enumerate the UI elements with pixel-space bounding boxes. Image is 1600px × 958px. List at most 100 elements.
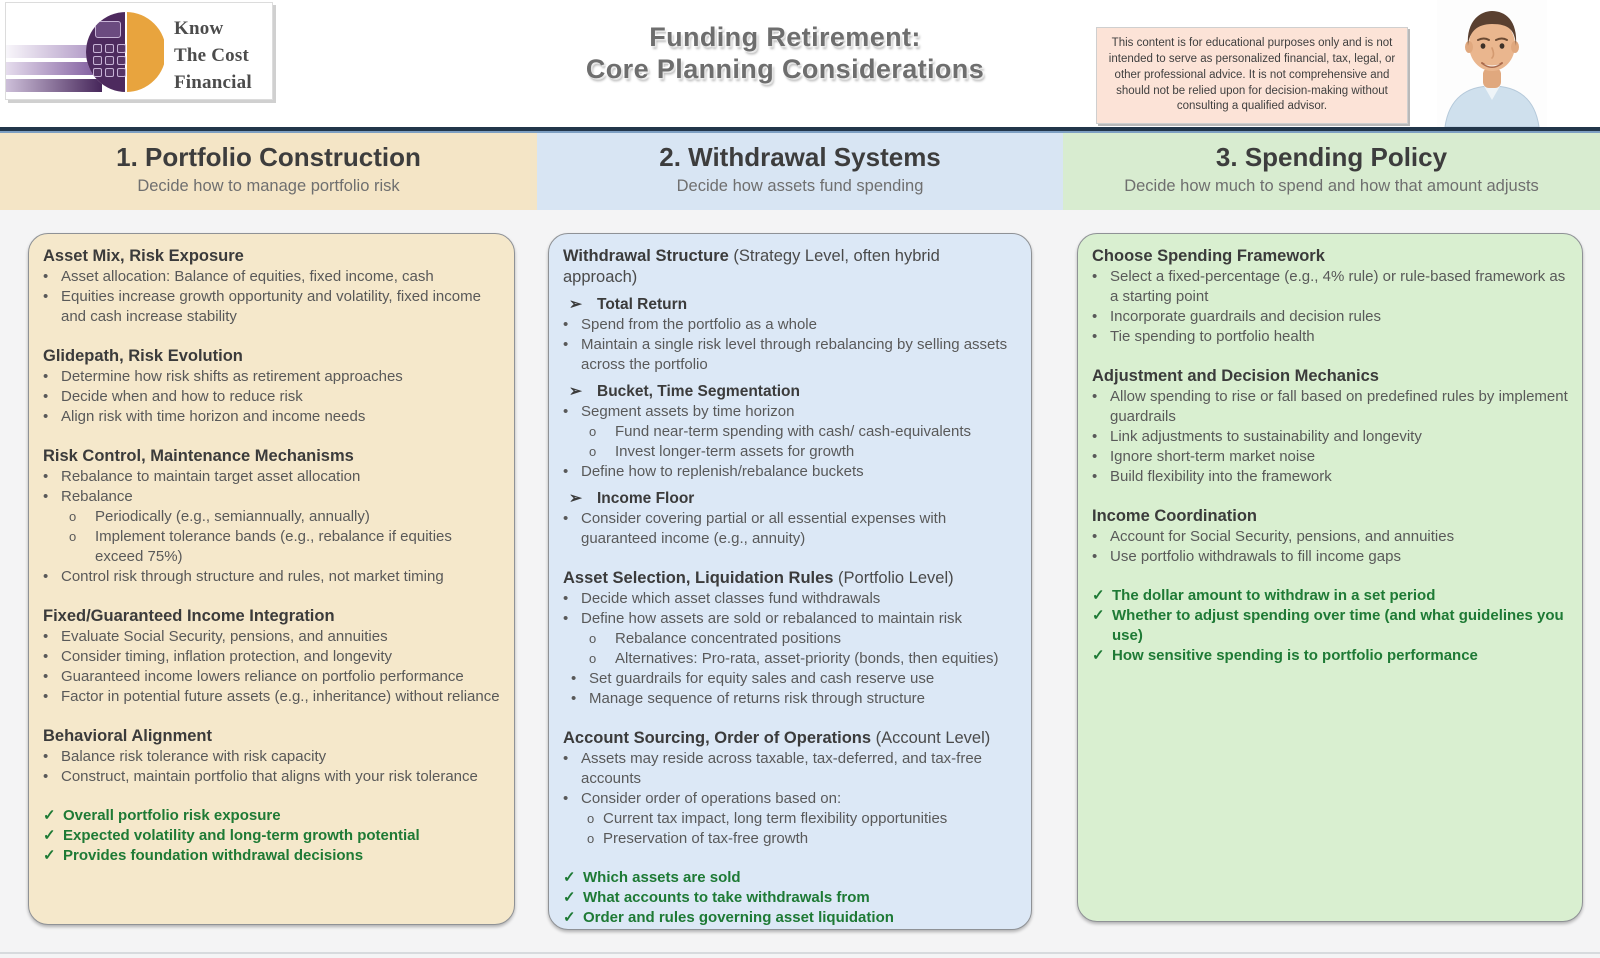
- bullet-item: • Define how to replenish/rebalance bucke…: [563, 462, 1017, 482]
- logo-stripe: [6, 62, 102, 75]
- section-heading: Withdrawal Structure (Strategy Level, of…: [563, 246, 1017, 288]
- takeaway-item: ✓The dollar amount to withdraw in a set …: [1092, 586, 1568, 606]
- item-text: Invest longer-term assets for growth: [615, 443, 855, 460]
- bullet-item: • Segment assets by time horizon: [563, 402, 1017, 422]
- bullet-item: •Consider order of operations based on:: [563, 789, 1017, 809]
- bullet-item: •Assets may reside across taxable, tax-d…: [563, 749, 1017, 789]
- sub-bullet-icon: o: [69, 529, 77, 544]
- sub-bullet-item: o Implement tolerance bands (e.g., rebala…: [43, 527, 500, 567]
- item-text: Construct, maintain portfolio that align…: [61, 768, 478, 785]
- bullet-icon: •: [43, 668, 49, 685]
- item-text: Define how to replenish/rebalance bucket…: [581, 463, 864, 480]
- section-heading-text: Asset Mix, Risk Exposure: [43, 247, 244, 265]
- bullet-icon: •: [1092, 328, 1098, 345]
- item-text: Asset allocation: Balance of equities, f…: [61, 268, 434, 285]
- bullet-icon: •: [563, 463, 569, 480]
- calculator-keys-icon: [93, 44, 126, 77]
- bullet-item: • Asset allocation: Balance of equities, …: [43, 267, 500, 287]
- bullet-icon: •: [563, 590, 569, 607]
- column-header-withdrawal-systems: 2. Withdrawal Systems Decide how assets …: [537, 133, 1063, 210]
- item-text: Whether to adjust spending over time (an…: [1112, 607, 1564, 644]
- section-spacer: [1092, 567, 1568, 586]
- logo-orange-half: [127, 12, 164, 92]
- bullet-icon: •: [1092, 388, 1098, 405]
- page-title-line1: Funding Retirement:: [649, 22, 921, 52]
- column-title: 1. Portfolio Construction: [116, 142, 421, 172]
- section-heading-text: Fixed/Guaranteed Income Integration: [43, 607, 335, 625]
- section-heading-suffix: (Account Level): [871, 729, 991, 747]
- logo-word: The Cost: [174, 44, 249, 66]
- item-text: Implement tolerance bands (e.g., rebalan…: [95, 528, 452, 565]
- section-heading-text: Asset Selection, Liquidation Rules: [563, 569, 834, 587]
- takeaway-item: ✓Provides foundation withdrawal decision…: [43, 846, 500, 866]
- bullet-icon: •: [563, 403, 569, 420]
- item-text: Maintain a single risk level through reb…: [581, 336, 1008, 373]
- calculator-screen-icon: [95, 21, 121, 38]
- company-logo: Know The Cost Financial: [5, 2, 273, 100]
- disclaimer-box: This content is for educational purposes…: [1096, 27, 1408, 125]
- item-text: Guaranteed income lowers reliance on por…: [61, 668, 464, 685]
- column-subtitle: Decide how much to spend and how that am…: [1124, 177, 1539, 195]
- bullet-icon: •: [43, 768, 49, 785]
- column-subtitle: Decide how assets fund spending: [676, 177, 924, 195]
- logo-purple-half: [86, 12, 126, 92]
- item-text: Ignore short-term market noise: [1110, 448, 1316, 465]
- item-text: Consider order of operations based on:: [581, 790, 842, 807]
- bullet-icon: •: [43, 408, 49, 425]
- takeaway-item: ✓Expected volatility and long-term growt…: [43, 826, 500, 846]
- bullet-icon: •: [563, 316, 569, 333]
- bullet-item: •Determine how risk shifts as retirement…: [43, 367, 500, 387]
- item-text: Consider covering partial or all essenti…: [581, 510, 947, 547]
- logo-divider: [125, 12, 127, 92]
- sub-bullet-icon: o: [69, 509, 77, 524]
- item-text: Allow spending to rise or fall based on …: [1110, 388, 1568, 425]
- card-portfolio-construction: Asset Mix, Risk Exposure • Asset allocatio…: [28, 233, 515, 925]
- section-heading: Adjustment and Decision Mechanics: [1092, 366, 1568, 387]
- item-text: Balance risk tolerance with risk capacit…: [61, 748, 327, 765]
- bullet-icon: •: [43, 568, 49, 585]
- bullet-icon: •: [1092, 528, 1098, 545]
- bullet-icon: •: [1092, 548, 1098, 565]
- item-text: Periodically (e.g., semiannually, annual…: [95, 508, 370, 525]
- sub-bullet-icon: o: [589, 631, 597, 646]
- bullet-icon: •: [1092, 448, 1098, 465]
- bullet-icon: •: [43, 688, 49, 705]
- bullet-item: •Evaluate Social Security, pensions, and…: [43, 627, 500, 647]
- advisor-photo: [1437, 0, 1547, 127]
- bullet-item: •Account for Social Security, pensions, …: [1092, 527, 1568, 547]
- bullet-icon: •: [43, 488, 49, 505]
- item-text: What accounts to take withdrawals from: [583, 889, 870, 906]
- bullet-icon: •: [571, 690, 577, 707]
- item-text: Provides foundation withdrawal decisions: [63, 847, 364, 864]
- bullet-icon: •: [563, 510, 569, 527]
- section-heading: Asset Selection, Liquidation Rules (Port…: [563, 568, 1017, 589]
- column-title: 2. Withdrawal Systems: [659, 142, 941, 172]
- takeaway-item: ✓How sensitive spending is to portfolio …: [1092, 646, 1568, 666]
- logo-stripe: [6, 45, 102, 58]
- check-icon: ✓: [43, 807, 56, 824]
- card-withdrawal-systems: Withdrawal Structure (Strategy Level, of…: [548, 233, 1032, 930]
- logo-word: Financial: [174, 71, 252, 93]
- bottom-edge-line: [0, 952, 1600, 954]
- section-heading: Asset Mix, Risk Exposure: [43, 246, 500, 267]
- item-text: Decide which asset classes fund withdraw…: [581, 590, 881, 607]
- bullet-icon: •: [43, 468, 49, 485]
- bullet-icon: •: [43, 268, 49, 285]
- column-subtitle: Decide how to manage portfolio risk: [137, 177, 400, 195]
- item-text: Rebalance: [61, 488, 133, 505]
- item-text: Income Floor: [597, 490, 695, 507]
- card-spending-policy: Choose Spending Framework•Select a fixed…: [1077, 233, 1583, 922]
- bullet-icon: •: [43, 388, 49, 405]
- item-text: Segment assets by time horizon: [581, 403, 795, 420]
- bullet-icon: •: [563, 750, 569, 767]
- logo-calculator-circle-icon: [86, 12, 166, 92]
- section-spacer: [1092, 347, 1568, 366]
- item-text: Evaluate Social Security, pensions, and …: [61, 628, 388, 645]
- section-heading: Fixed/Guaranteed Income Integration: [43, 606, 500, 627]
- check-icon: ✓: [563, 869, 576, 886]
- arrow-bullet-icon: ➢: [569, 296, 582, 313]
- bullet-item: •Select a fixed-percentage (e.g., 4% rul…: [1092, 267, 1568, 307]
- arrow-bullet-icon: ➢: [569, 383, 582, 400]
- item-text: Which assets are sold: [583, 869, 741, 886]
